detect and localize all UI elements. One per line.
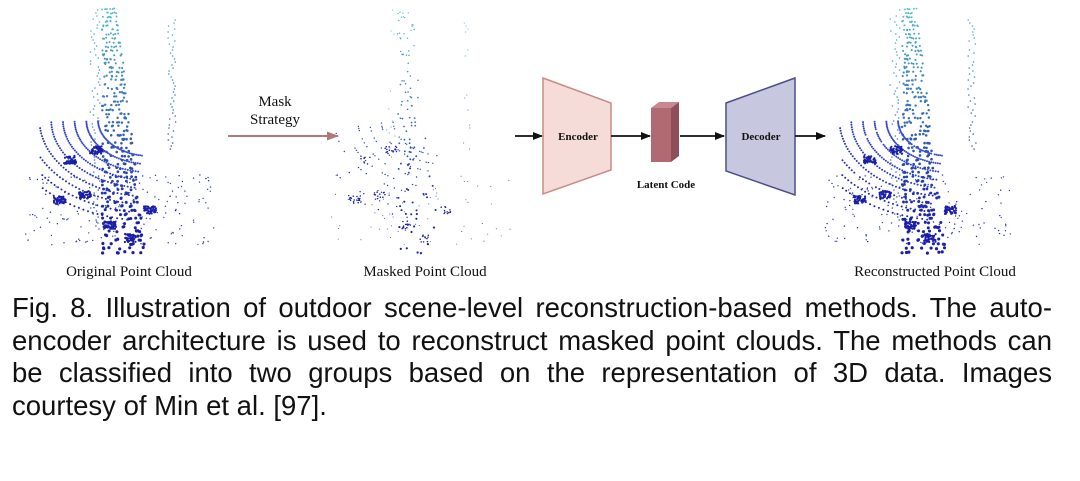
mask-strategy-label-line2: Strategy bbox=[250, 112, 300, 128]
original-point-cloud-label: Original Point Cloud bbox=[66, 264, 192, 280]
latent-code-block bbox=[651, 102, 679, 162]
reconstructed-point-cloud-image bbox=[824, 7, 1011, 255]
reconstructed-point-cloud-label: Reconstructed Point Cloud bbox=[854, 264, 1016, 280]
encoder-block bbox=[542, 76, 612, 196]
decoder-block bbox=[725, 76, 796, 197]
latent-code-label: Latent Code bbox=[637, 179, 695, 191]
figure-caption: Fig. 8. Illustration of outdoor scene-le… bbox=[12, 292, 1052, 421]
masked-point-cloud-image bbox=[331, 9, 511, 255]
pipeline-diagram: Mask Strategy Encoder Latent Code Decode… bbox=[25, 7, 1016, 280]
encoder-label: Encoder bbox=[558, 131, 598, 143]
masked-point-cloud-label: Masked Point Cloud bbox=[363, 264, 487, 280]
original-point-cloud-image bbox=[25, 7, 215, 255]
mask-strategy-label-line1: Mask bbox=[258, 94, 292, 110]
decoder-label: Decoder bbox=[741, 131, 780, 143]
